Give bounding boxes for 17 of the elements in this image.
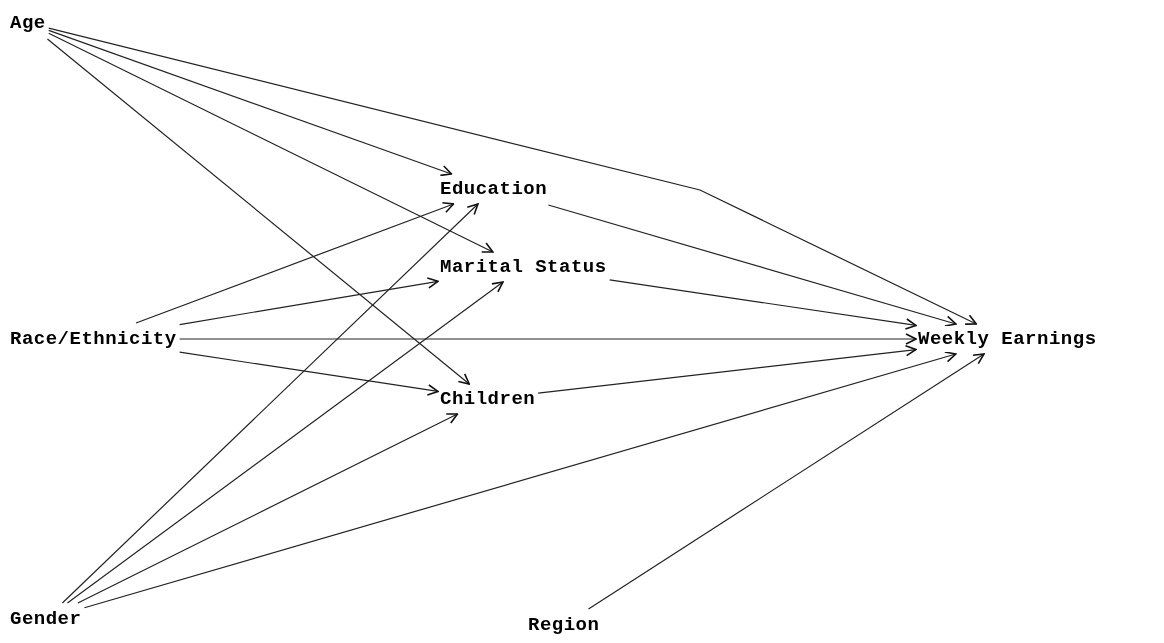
arrow: [83, 351, 957, 609]
arrow: [537, 344, 917, 394]
arrow: [48, 32, 494, 253]
arrow: [46, 38, 471, 385]
arrow: [179, 333, 917, 345]
arrow: [587, 353, 985, 610]
arrow: [48, 29, 453, 177]
arrow: [179, 351, 439, 396]
arrow: [179, 277, 439, 326]
arrow: [609, 279, 917, 330]
arrow: [48, 27, 978, 325]
arrow: [135, 202, 455, 324]
arrow: [61, 203, 479, 604]
node-label: Weekly Earnings: [918, 326, 1097, 352]
arrow: [77, 413, 459, 604]
arrow: [66, 281, 504, 604]
arrow: [547, 204, 957, 327]
